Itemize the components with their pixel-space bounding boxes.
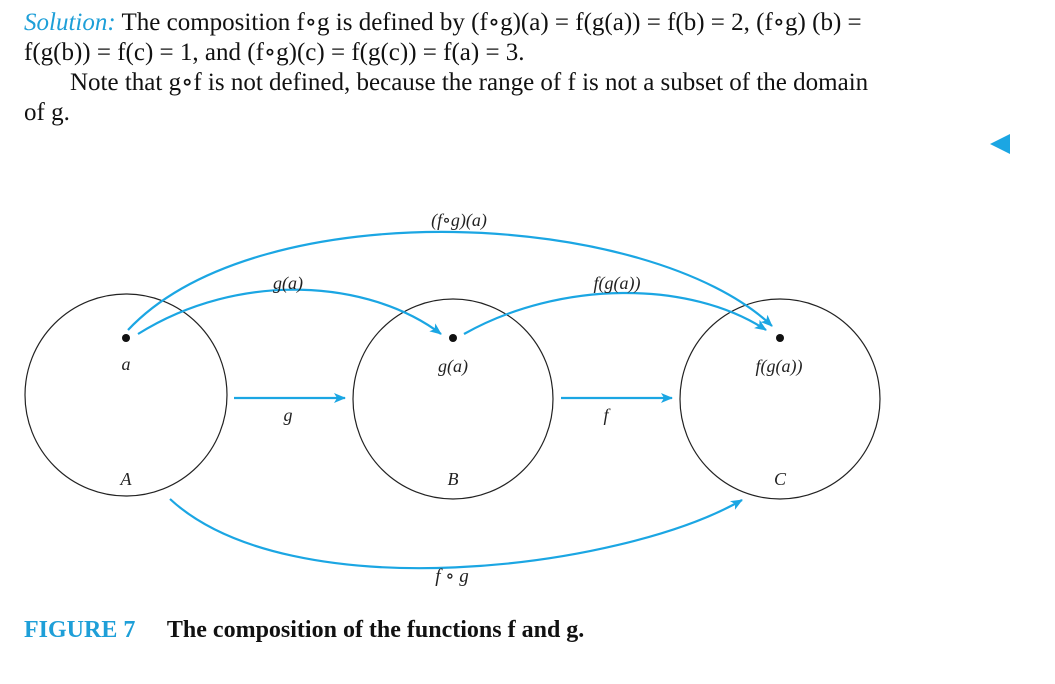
note-line-end: of g. (24, 99, 70, 126)
label-arc-f: f(g(a)) (594, 273, 641, 294)
figure-caption: FIGURE 7 The composition of the function… (24, 617, 584, 644)
label-arc-g: g(a) (273, 273, 303, 294)
end-of-solution-marker-icon (990, 134, 1010, 154)
solution-label: Solution: (24, 9, 116, 36)
set-b-circle (352, 298, 554, 500)
arc-fog-bottom (169, 498, 743, 570)
label-point-a: a (122, 354, 131, 374)
solution-line-2: f(g(b)) = f(c) = 1, and (f∘g)(c) = f(g(c… (24, 39, 525, 66)
arc-g-a (137, 288, 442, 335)
label-set-b: B (448, 469, 459, 489)
figure-caption-label: FIGURE 7 (24, 617, 136, 643)
label-bottom-arc: f ∘ g (435, 566, 469, 587)
point-a-dot (122, 334, 130, 342)
solution-line-1: Solution: The composition f∘g is defined… (24, 8, 1024, 38)
solution-paragraph: Solution: The composition f∘g is defined… (24, 8, 1024, 128)
label-set-c: C (774, 469, 787, 489)
label-point-b: g(a) (438, 356, 468, 377)
set-c-circle (679, 298, 881, 500)
label-top-arc: (f∘g)(a) (431, 210, 487, 231)
point-b-dot (449, 334, 457, 342)
solution-line-1-text: The composition f∘g is defined by (f∘g)(… (121, 9, 862, 36)
label-arrow-f: f (603, 405, 611, 425)
arc-f-g-a (463, 291, 767, 335)
note-line: Note that g∘f is not defined, because th… (70, 69, 869, 96)
label-point-c: f(g(a)) (756, 356, 803, 377)
figure-caption-text: The composition of the functions f and g… (166, 617, 585, 643)
arc-fog-a (127, 230, 773, 331)
label-arrow-g: g (284, 405, 293, 425)
point-c-dot (776, 334, 784, 342)
label-set-a: A (120, 469, 133, 489)
set-a-circle (24, 293, 228, 497)
